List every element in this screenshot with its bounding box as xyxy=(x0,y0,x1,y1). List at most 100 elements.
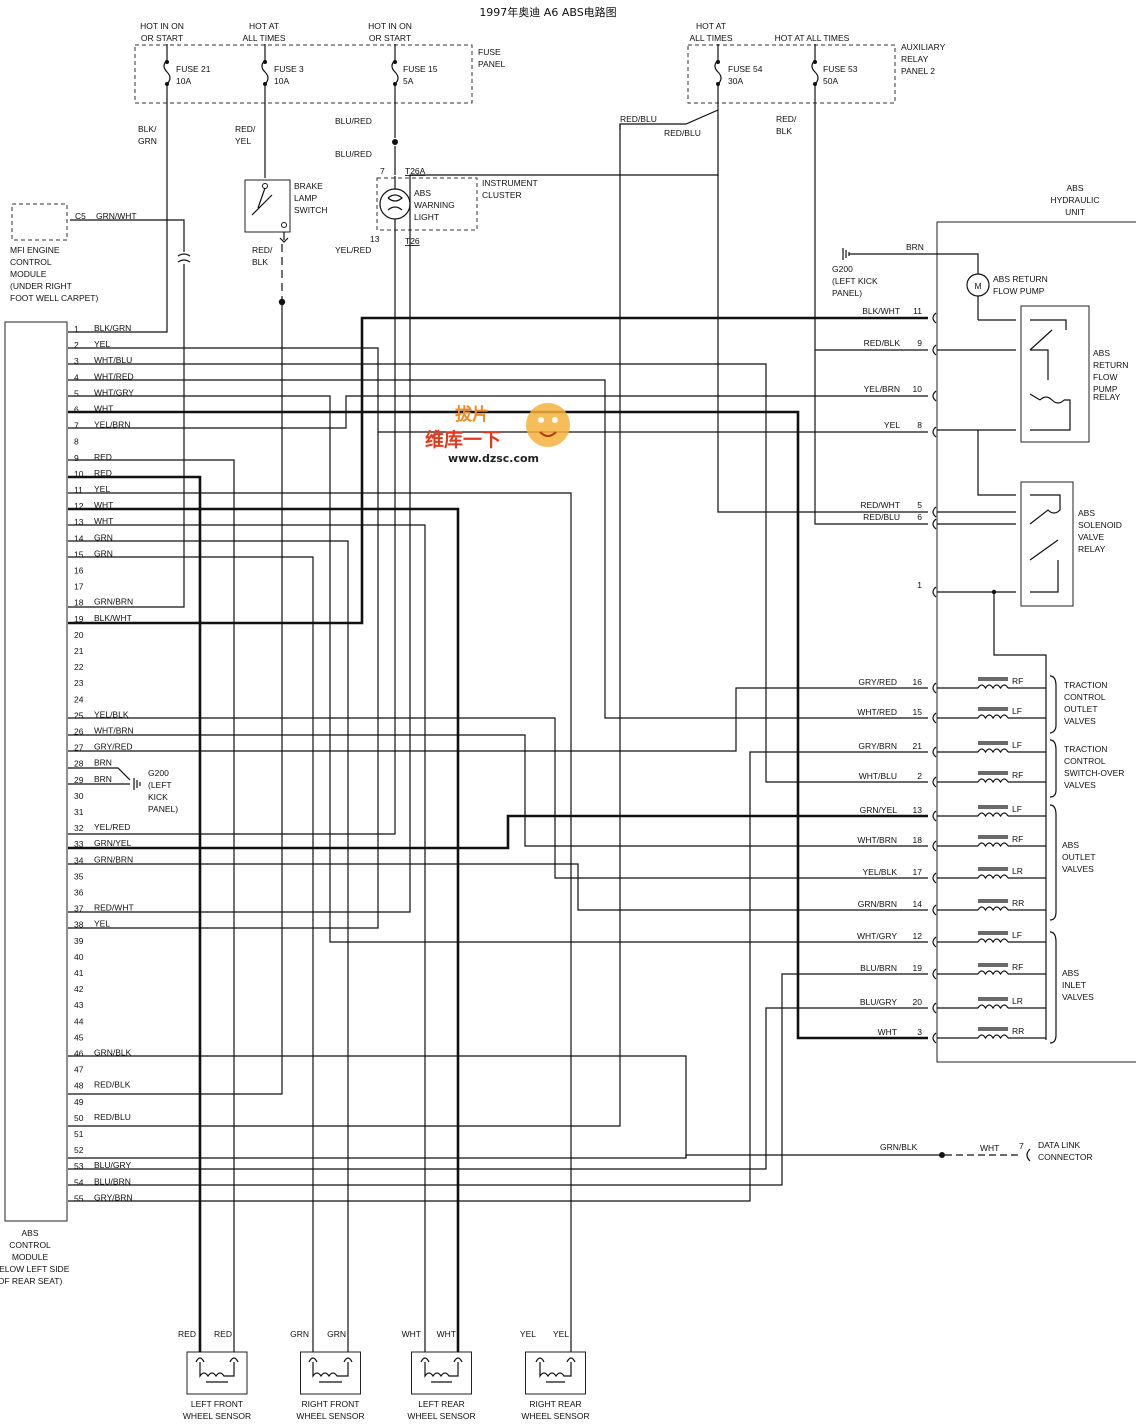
abs-pin-wire: RED/BLK xyxy=(94,1080,131,1090)
hyd-pin-number: 9 xyxy=(917,338,922,348)
valve-pin-number: 14 xyxy=(913,899,923,909)
abs-pin-wire: GRN/BRN xyxy=(94,854,133,864)
sensor-label: WHEEL SENSOR xyxy=(407,1411,475,1421)
solenoid-relay-1: ABS xyxy=(1078,508,1095,518)
hydraulic-label-1: ABS xyxy=(1066,183,1083,193)
abs-pin-wire: BLU/BRN xyxy=(94,1176,131,1186)
abs-pin-wire: GRN xyxy=(94,548,113,558)
sensor-wire-label: WHT xyxy=(402,1329,421,1339)
valve-connector xyxy=(932,810,937,822)
fuse15-amps: 5A xyxy=(403,76,414,86)
fuse53-icon xyxy=(811,44,819,104)
hyd-pin-connector xyxy=(932,518,937,530)
hyd-pin-wire: BLK/WHT xyxy=(862,306,900,316)
abs-module-label-1: ABS xyxy=(21,1228,38,1238)
abs-pin-number: 29 xyxy=(74,775,84,785)
sensor-wire-label: GRN xyxy=(327,1329,346,1339)
datalink-wire1: GRN/BLK xyxy=(880,1142,918,1152)
hyd-pin-connector xyxy=(932,506,937,518)
group3-1: ABS xyxy=(1062,840,1079,850)
valve-wire: WHT xyxy=(878,1027,897,1037)
valve-position: RF xyxy=(1012,770,1023,780)
valve-pin-number: 20 xyxy=(913,997,923,1007)
aux-label-2: RELAY xyxy=(901,54,929,64)
wheel-sensor-box xyxy=(186,1351,248,1395)
valve-connector xyxy=(932,682,937,694)
abs-pin-number: 4 xyxy=(74,372,79,382)
abs-pin-wire: YEL xyxy=(94,484,110,494)
fuse21-amps: 10A xyxy=(176,76,191,86)
hydraulic-label-2: HYDRAULIC xyxy=(1050,195,1099,205)
abs-pin-number: 21 xyxy=(74,646,84,656)
sensor-coil-icon xyxy=(199,1362,235,1378)
hyd-pin-connector xyxy=(932,586,937,598)
abs-pin-wire: RED xyxy=(94,452,112,462)
valve-position: LF xyxy=(1012,706,1022,716)
sensor-terminal-icon xyxy=(308,1357,353,1363)
cluster-label-2: CLUSTER xyxy=(482,190,522,200)
valve-connector xyxy=(932,1032,937,1044)
abs-pin-number: 36 xyxy=(74,888,84,898)
brake-out-2: BLK xyxy=(252,257,268,267)
brake-out-1: RED/ xyxy=(252,245,273,255)
abs-pin-number: 5 xyxy=(74,388,79,398)
fuse-panel-label-1: FUSE xyxy=(478,47,501,57)
valve-wire: GRY/BRN xyxy=(858,741,897,751)
group1-1: TRACTION xyxy=(1064,680,1107,690)
sensor-wire-label: RED xyxy=(178,1329,196,1339)
aux-relay-panel: HOT AT ALL TIMES HOT AT ALL TIMES AUXILI… xyxy=(620,21,946,138)
abs-pin-number: 31 xyxy=(74,807,84,817)
aux-wire-3: RED/ xyxy=(776,114,797,124)
datalink-wire2: WHT xyxy=(980,1143,999,1153)
valve-pin-number: 16 xyxy=(913,677,923,687)
valve-position: RF xyxy=(1012,962,1023,972)
group2-1: TRACTION xyxy=(1064,744,1107,754)
hyd-pin-wire: RED/WHT xyxy=(860,500,900,510)
mfi-wire: GRN/WHT xyxy=(96,211,137,221)
fuse21-wire-1: BLK/ xyxy=(138,124,157,134)
cluster-connector-top: T26A xyxy=(405,166,426,176)
fuse3-hot-2: ALL TIMES xyxy=(243,33,286,43)
datalink-label-1: DATA LINK xyxy=(1038,1140,1081,1150)
watermark-url: www.dzsc.com xyxy=(448,452,539,465)
abs-pin-wire: WHT xyxy=(94,404,113,414)
solenoid-coil-icon xyxy=(977,899,1009,912)
module-wires xyxy=(68,124,928,1352)
hyd-pin-wire: RED/BLU xyxy=(863,512,900,522)
abs-pin-number: 54 xyxy=(74,1177,84,1187)
valve-pin-number: 18 xyxy=(913,835,923,845)
cluster-pin-top: 7 xyxy=(380,166,385,176)
hyd-ground-2: (LEFT KICK xyxy=(832,276,878,286)
watermark-middle: 维库一下 xyxy=(425,428,501,451)
abs-pin-wire: WHT xyxy=(94,500,113,510)
valve-position: LR xyxy=(1012,866,1023,876)
abs-pin-wire: BRN xyxy=(94,774,112,784)
sensor-label: WHEEL SENSOR xyxy=(296,1411,364,1421)
valve-position: LF xyxy=(1012,930,1022,940)
abs-pin-wire: WHT/RED xyxy=(94,371,134,381)
diagram-title: 1997年奥迪 A6 ABS电路图 xyxy=(479,5,616,19)
pump-m: M xyxy=(974,281,981,291)
valve-position: LF xyxy=(1012,804,1022,814)
hyd-pin-connector xyxy=(932,426,937,438)
mfi-label-1: MFI ENGINE xyxy=(10,245,60,255)
abs-pin-wire: GRN/YEL xyxy=(94,838,132,848)
sensor-coil-icon xyxy=(539,1362,572,1378)
warning-light-3: LIGHT xyxy=(414,212,439,222)
abs-pin-number: 9 xyxy=(74,453,79,463)
return-relay-4: PUMP xyxy=(1093,384,1118,394)
solenoid-coil-icon xyxy=(977,707,1009,720)
hyd-ground-wire: BRN xyxy=(906,242,924,252)
abs-pin-number: 35 xyxy=(74,871,84,881)
cluster-out-wire: YEL/RED xyxy=(335,245,371,255)
group2-2: CONTROL xyxy=(1064,756,1106,766)
abs-pin-number: 25 xyxy=(74,710,84,720)
abs-module-label-4: (BELOW LEFT SIDE xyxy=(0,1264,70,1274)
abs-pin-wire: GRN xyxy=(94,532,113,542)
fuse3-hot-1: HOT AT xyxy=(249,21,279,31)
abs-pin-number: 8 xyxy=(74,437,79,447)
valve-wire: BLU/GRY xyxy=(860,997,897,1007)
sensor-wire-label: WHT xyxy=(437,1329,456,1339)
group1-4: VALVES xyxy=(1064,716,1096,726)
